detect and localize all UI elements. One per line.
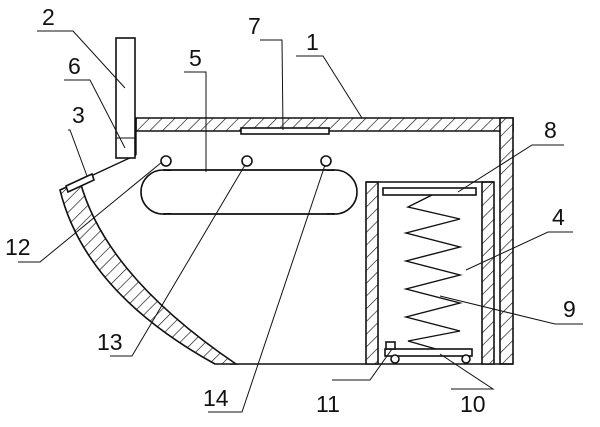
label-5: 5 [189,45,202,71]
label-3: 3 [72,102,85,128]
label-12: 12 [5,234,31,260]
label-8: 8 [544,117,557,143]
housing-right-wall [499,117,514,365]
label-7: 7 [248,13,261,39]
label-14: 14 [203,385,229,411]
leader-lines [18,30,583,413]
label-9: 9 [563,296,576,322]
plate-part-8 [382,187,477,196]
platform-part-10 [384,348,473,357]
sensor-13 [241,155,253,167]
label-6: 6 [68,53,81,79]
label-1: 1 [306,29,319,55]
box-right-wall [481,181,495,365]
label-13: 13 [97,329,123,355]
strip-part-7 [240,127,330,135]
plate-part-2 [115,37,136,159]
label-11: 11 [316,391,340,417]
tab-part-3 [65,172,95,194]
sensor-14 [320,155,332,167]
label-2: 2 [42,4,55,30]
housing-curved-wall [59,179,239,365]
label-4: 4 [552,204,565,230]
block-part-11 [385,341,396,350]
label-10: 10 [460,391,486,417]
wheel-left [390,354,400,364]
spring-part-9 [403,194,463,350]
box-left-wall [365,181,379,365]
wheel-right [461,354,471,364]
sensor-12 [160,155,172,167]
conveyor-belt [140,169,358,215]
